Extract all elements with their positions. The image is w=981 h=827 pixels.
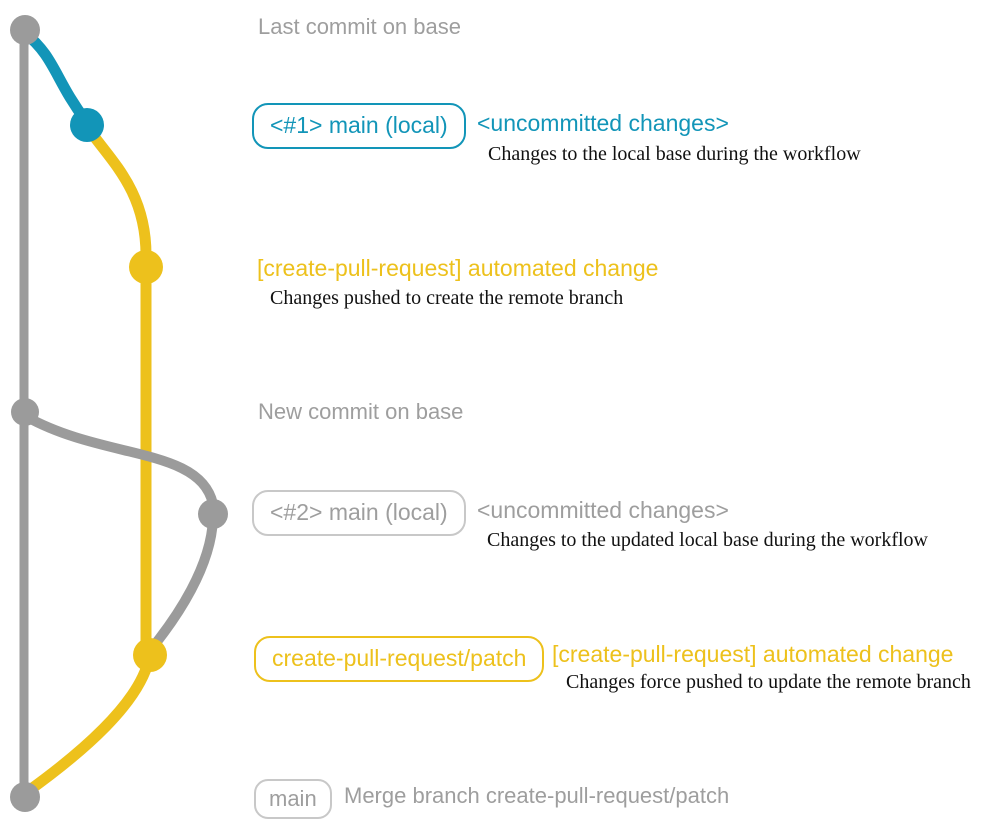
branch-label-head1: <#1> main (local) — [252, 103, 466, 149]
commit-node-new-base — [11, 398, 39, 426]
commit-title-push2: [create-pull-request] automated change — [552, 641, 954, 667]
commit-node-automated-1 — [129, 250, 163, 284]
branch-label-main: main — [254, 779, 332, 820]
commit-title-push1: [create-pull-request] automated change — [257, 255, 659, 281]
commit-desc-head2: Changes to the updated local base during… — [487, 529, 928, 551]
commit-node-head1 — [70, 108, 104, 142]
commit-node-last-base — [10, 15, 40, 45]
note-last-commit-on-base: Last commit on base — [258, 14, 461, 39]
patch-branch-edge — [82, 122, 152, 656]
base-update-edge — [22, 412, 218, 509]
branch-label-head2: <#2> main (local) — [252, 490, 466, 536]
local-main-edge — [19, 27, 92, 127]
commit-node-automated-2 — [133, 638, 167, 672]
note-new-commit-on-base: New commit on base — [258, 399, 464, 424]
rebase-edge — [147, 514, 218, 653]
commit-title-head1: <uncommitted changes> — [477, 110, 729, 136]
commit-node-merge — [10, 782, 40, 812]
commit-node-head2 — [198, 499, 228, 529]
commit-title-head2: <uncommitted changes> — [477, 497, 729, 523]
branch-label-patch: create-pull-request/patch — [254, 636, 545, 682]
commit-desc-push2: Changes force pushed to update the remot… — [566, 671, 971, 693]
commit-desc-push1: Changes pushed to create the remote bran… — [270, 287, 624, 309]
commit-desc-head1: Changes to the local base during the wor… — [488, 143, 861, 165]
patch-merge-edge — [21, 653, 155, 798]
commit-title-merge: Merge branch create-pull-request/patch — [344, 783, 730, 808]
